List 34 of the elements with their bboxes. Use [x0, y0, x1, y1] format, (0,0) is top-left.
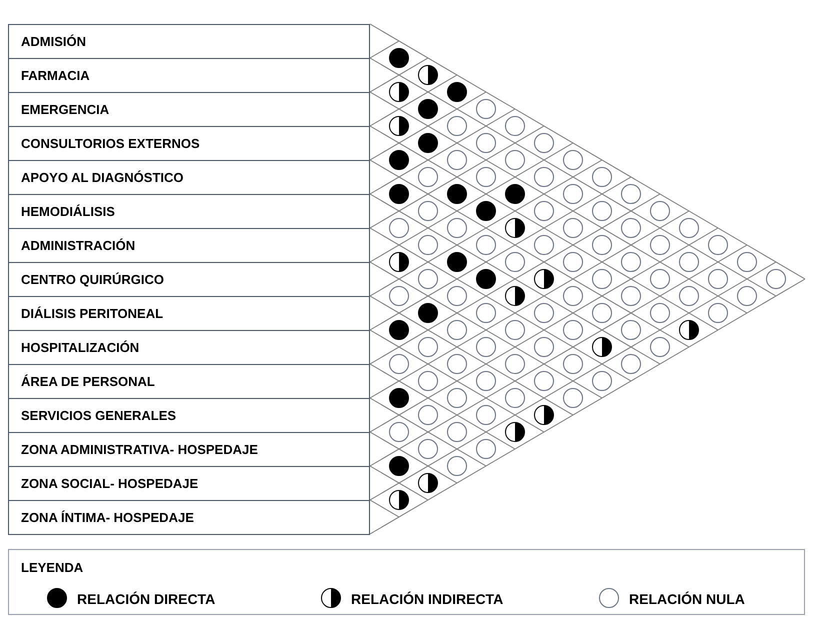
- area-name: APOYO AL DIAGNÓSTICO: [21, 168, 184, 187]
- area-name: FARMACIA: [21, 66, 90, 85]
- area-row-box: [8, 228, 370, 263]
- area-row-box: [8, 398, 370, 433]
- area-row-box: [8, 500, 370, 535]
- area-row-box: [8, 296, 370, 331]
- area-row-box: [8, 24, 370, 59]
- area-name: CONSULTORIOS EXTERNOS: [21, 134, 200, 153]
- area-name: ÁREA DE PERSONAL: [21, 372, 155, 391]
- area-row-box: [8, 330, 370, 365]
- area-name: HOSPITALIZACIÓN: [21, 338, 140, 357]
- legend-title: LEYENDA: [21, 559, 84, 577]
- area-name: EMERGENCIA: [21, 100, 110, 119]
- area-name: SERVICIOS GENERALES: [21, 406, 176, 425]
- area-name: DIÁLISIS PERITONEAL: [21, 304, 164, 323]
- area-name: ZONA ADMINISTRATIVA- HOSPEDAJE: [21, 440, 258, 459]
- legend-text: RELACIÓN INDIRECTA: [351, 590, 504, 609]
- area-name: HEMODIÁLISIS: [21, 202, 115, 221]
- area-row-box: [8, 194, 370, 229]
- area-name: CENTRO QUIRÚRGICO: [21, 270, 164, 289]
- area-name: ZONA SOCIAL- HOSPEDAJE: [21, 474, 198, 493]
- area-row-box: [8, 432, 370, 467]
- area-row-box: [8, 160, 370, 195]
- area-row-box: [8, 262, 370, 297]
- area-name: ADMISIÓN: [21, 32, 86, 51]
- area-row-box: [8, 58, 370, 93]
- area-name: ZONA ÍNTIMA- HOSPEDAJE: [21, 508, 194, 527]
- area-row-box: [8, 126, 370, 161]
- area-name: ADMINISTRACIÓN: [21, 236, 136, 255]
- area-row-box: [8, 364, 370, 399]
- area-row-box: [8, 92, 370, 127]
- legend-text: RELACIÓN DIRECTA: [77, 590, 216, 609]
- area-row-box: [8, 466, 370, 501]
- legend-text: RELACIÓN NULA: [629, 590, 745, 609]
